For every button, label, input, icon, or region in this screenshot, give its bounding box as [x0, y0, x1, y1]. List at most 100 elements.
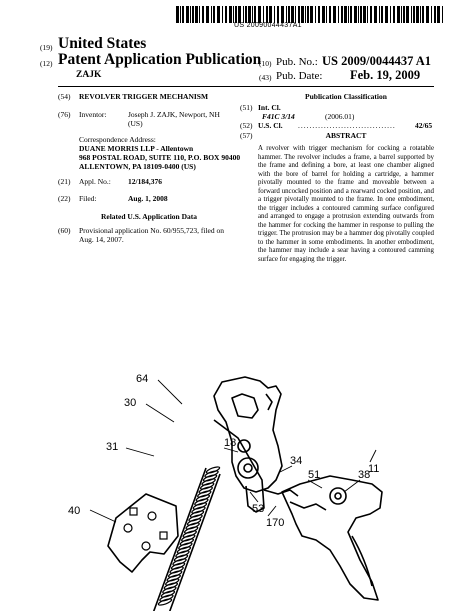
barcode-bar — [263, 6, 264, 23]
barcode-bar — [222, 6, 223, 23]
label-40: 40 — [68, 505, 80, 517]
spring-coil — [175, 550, 190, 558]
spring-coil — [179, 538, 195, 546]
code-10: (10) — [259, 59, 272, 68]
inventor-label: Inventor: — [79, 110, 107, 119]
title-code: (54) — [58, 92, 71, 101]
spring-coil — [202, 474, 218, 482]
barcode-bar — [176, 6, 179, 23]
barcode-bar — [225, 6, 227, 23]
country: United States — [58, 35, 147, 52]
barcode-bar — [354, 6, 357, 23]
barcode-bar — [229, 6, 232, 23]
plate-slot-1 — [129, 507, 138, 516]
barcode-bar — [254, 6, 256, 23]
spring-coil — [191, 506, 206, 514]
barcode-bar — [348, 6, 349, 23]
spring-coil — [205, 466, 221, 474]
barcode-bar — [274, 6, 275, 23]
leader-53 — [249, 491, 259, 503]
filed-code: (22) — [58, 194, 71, 203]
trigger-pivot-inner — [334, 492, 342, 500]
spring-coil — [188, 514, 203, 522]
spring-coil — [167, 570, 183, 578]
barcode-bar — [307, 6, 309, 23]
abstract-heading: ABSTRACT — [325, 131, 367, 140]
spring-coil — [204, 470, 219, 478]
hammer-pivot-inner — [243, 463, 253, 473]
spring-coil — [176, 546, 192, 554]
barcode-bar — [401, 6, 402, 23]
barcode-bar — [442, 6, 443, 23]
header-rule — [58, 86, 434, 87]
barcode-bar — [245, 6, 247, 23]
barcode-bar — [437, 6, 440, 23]
barcode-bar — [370, 6, 372, 23]
barcode-bar — [344, 6, 347, 23]
trigger-curve — [351, 535, 373, 587]
spring-coil — [194, 498, 209, 506]
correspondence-label: Correspondence Address: — [79, 135, 156, 144]
label-64: 64 — [136, 373, 148, 385]
barcode-bar — [350, 6, 352, 23]
barcode-bar — [422, 6, 424, 23]
barcode-bar — [211, 6, 212, 23]
label-31: 31 — [106, 441, 118, 453]
us-label: U.S. Cl. — [258, 121, 283, 130]
barcode-bar — [243, 6, 244, 23]
barcode-bar — [381, 6, 383, 23]
rod-left — [152, 467, 207, 611]
barcode-bar — [295, 6, 296, 23]
barcode-bar — [329, 6, 331, 23]
label-170: 170 — [266, 517, 284, 529]
pub-no-label: Pub. No.: — [276, 56, 318, 68]
barcode-bar — [180, 6, 181, 23]
spring-coil — [197, 490, 212, 498]
spring-coil — [163, 582, 179, 590]
hammer-pivot — [237, 457, 259, 479]
leader-18 — [223, 447, 239, 453]
barcode-bar — [213, 6, 215, 23]
barcode-bar — [269, 6, 272, 23]
barcode-bar — [358, 6, 359, 23]
plate-hole-1 — [123, 523, 133, 533]
correspondence-line-2: 968 POSTAL ROAD, SUITE 110, P.O. BOX 904… — [79, 153, 241, 162]
barcode-bar — [338, 6, 339, 23]
filed-value: Aug. 1, 2008 — [128, 194, 168, 203]
trigger-body — [281, 475, 383, 601]
barcode-bar — [315, 6, 316, 23]
leader-170 — [267, 505, 277, 517]
base-plate — [107, 493, 179, 573]
barcode-bar — [411, 6, 412, 23]
hammer-window — [231, 393, 259, 419]
barcode-bar — [248, 6, 251, 23]
spring-coil — [170, 562, 186, 570]
barcode-number: US 20090044437A1 — [234, 22, 302, 29]
spring-coil — [181, 534, 196, 542]
inventor-short: ZAJK — [76, 70, 102, 80]
mainspring — [157, 466, 221, 606]
filed-label: Filed: — [79, 194, 97, 203]
barcode-bar — [416, 6, 419, 23]
spring-coil — [166, 574, 181, 582]
classification-heading: Publication Classification — [305, 92, 387, 101]
spring-coil — [162, 586, 177, 594]
barcode-bar — [403, 6, 405, 23]
barcode-bar — [277, 6, 279, 23]
spring-coil — [189, 510, 205, 518]
barcode-bar — [397, 6, 400, 23]
label-11: 11 — [368, 463, 379, 475]
barcode-bar — [252, 6, 253, 23]
spring-coil — [185, 522, 200, 530]
barcode-bar — [235, 6, 237, 23]
barcode-bar — [301, 6, 304, 23]
plate-hole-3 — [147, 511, 157, 521]
appl-label: Appl. No.: — [79, 177, 111, 186]
trigger-pivot — [329, 487, 347, 505]
barcode-bar — [199, 6, 200, 23]
barcode-bar — [406, 6, 409, 23]
label-18: 18 — [224, 437, 236, 449]
appl-value: 12/184,376 — [128, 177, 162, 186]
barcode-bar — [182, 6, 184, 23]
barcode-bar — [217, 6, 220, 23]
